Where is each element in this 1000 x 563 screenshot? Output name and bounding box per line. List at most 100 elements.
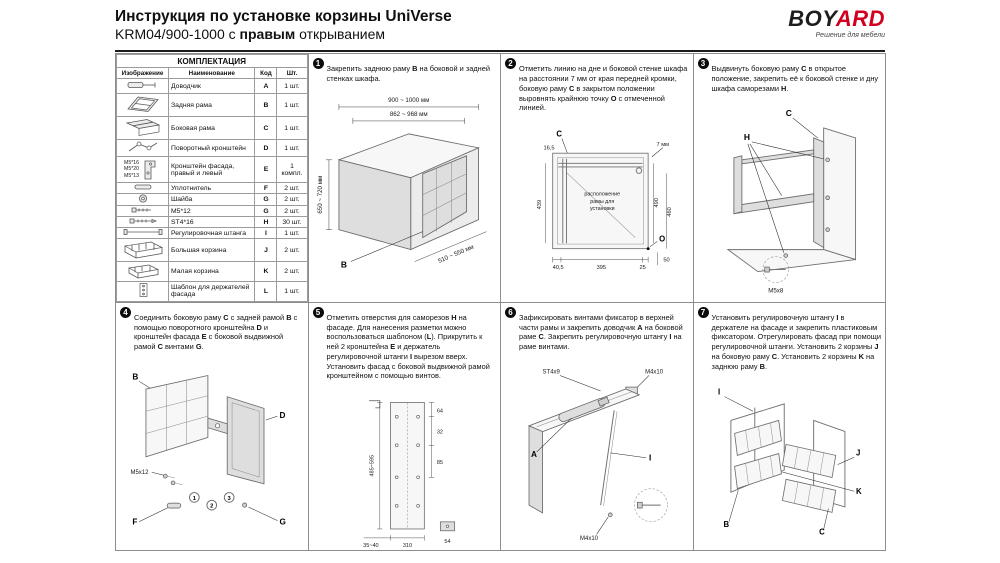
kit-row-big-basket: Большая корзина J 2 шт.	[116, 238, 308, 263]
step-5-head: 5 Отметить отверстия для саморезов H на …	[309, 303, 501, 390]
screw-size-m5x8: M5x8	[768, 288, 784, 295]
step-7-diagram-svg: I J K B	[718, 388, 862, 537]
part-label-a: A	[531, 450, 537, 459]
step-5-diagram-svg: 64 32 85 485~595 310 35~40 54	[363, 399, 455, 548]
step-panel-6: 6 Зафиксировать винтами фиксатор в верхн…	[501, 302, 694, 551]
dim-54: 54	[444, 539, 450, 545]
kit-item-code: F	[254, 182, 278, 195]
kit-item-name: Большая корзина	[167, 238, 256, 263]
step-3-text: Выдвинуть боковую раму C в открытое поло…	[711, 64, 879, 93]
dim-40-5: 40,5	[553, 264, 564, 270]
step-7-text: Установить регулировочную штангу I в дер…	[711, 312, 881, 371]
logo-red-part: ARD	[835, 6, 885, 31]
step-panel-1: 1 Закрепить заднюю раму B на боковой и з…	[308, 54, 501, 303]
frame-position-note-line2: рамы для	[590, 198, 614, 204]
point-label-o: O	[659, 234, 665, 243]
kit-panel: КОМПЛЕКТАЦИЯ Изображение Наименование Ко…	[116, 54, 309, 303]
seal-icon	[134, 184, 151, 190]
step-2-text: Отметить линию на дне и боковой стенке ш…	[519, 64, 688, 113]
kit-item-code: B	[254, 93, 278, 118]
dim-490: 490	[654, 198, 660, 208]
kit-item-qty: 2 шт.	[276, 238, 308, 263]
kit-item-name: Кронштейн фасада, правый и левый	[167, 156, 256, 184]
part-label-h: H	[743, 132, 749, 142]
side-frame-icon	[125, 119, 160, 137]
kit-item-code: D	[254, 139, 278, 158]
kit-item-qty: 2 шт.	[276, 205, 308, 218]
step-3-number: 3	[697, 58, 709, 69]
step-4-number: 4	[120, 306, 131, 318]
part-label-f: F	[132, 518, 137, 527]
header-titles: Инструкция по установке корзины UniVerse…	[115, 7, 452, 44]
part-label-i: I	[718, 388, 720, 397]
part-label-j: J	[855, 448, 859, 457]
dim-85: 85	[436, 460, 442, 466]
screw-size-label: М5*13	[124, 172, 139, 179]
kit-item-qty: 1 шт.	[276, 116, 308, 141]
template-icon	[139, 283, 147, 298]
step-6-number: 6	[505, 306, 516, 318]
callout-3: 3	[228, 496, 232, 502]
rod-icon	[123, 229, 162, 236]
page-title: Инструкция по установке корзины UniVerse	[115, 8, 452, 25]
step-1-text: Закрепить заднюю раму B на боковой и зад…	[326, 64, 491, 84]
screw-size-m4x10-top: M4x10	[645, 370, 664, 376]
back-frame-icon	[126, 96, 159, 112]
callout-1: 1	[193, 496, 197, 502]
step-4-head: 4 Соединить боковую раму C с задней рамо…	[116, 303, 308, 361]
dim-cabinet-depth: 510 ~ 550 мм	[437, 244, 475, 265]
washer-icon	[138, 194, 147, 203]
step-5-text: Отметить отверстия для саморезов H на фа…	[326, 312, 490, 381]
subtitle-bold: правым	[239, 26, 296, 43]
subtitle-suffix: открыванием	[295, 26, 386, 43]
kit-item-code: I	[254, 227, 278, 240]
frame-position-note-line1: расположение	[584, 191, 620, 197]
kit-item-qty: 1 шт.	[276, 93, 308, 118]
dim-310: 310	[402, 542, 411, 548]
kit-row-screw-st4: ST4*16 H 30 шт.	[116, 216, 308, 229]
kit-row-small-basket: Малая корзина K 2 шт.	[116, 261, 308, 283]
kit-col-name: Наименование	[167, 67, 256, 80]
kit-table: КОМПЛЕКТАЦИЯ Изображение Наименование Ко…	[116, 54, 308, 302]
kit-item-name: М5*12	[167, 205, 256, 218]
step-1-diagram: 900 ~ 1000 мм 862 ~ 968 мм 650 ~ 720 мм …	[309, 92, 501, 301]
callout-2: 2	[210, 504, 213, 510]
dim-cabinet-height: 650 ~ 720 мм	[316, 176, 323, 214]
dim-25: 25	[639, 264, 645, 270]
step-1-diagram-svg: 900 ~ 1000 мм 862 ~ 968 мм 650 ~ 720 мм …	[316, 97, 487, 270]
kit-row-side-frame: Боковая рама C 1 шт.	[116, 116, 308, 141]
dim-460: 460	[667, 207, 673, 217]
screw-icon	[131, 207, 151, 213]
screw-long-icon	[129, 218, 157, 224]
step-panel-2: 2 Отметить линию на дне и боковой стенке…	[501, 54, 694, 303]
dim-395: 395	[597, 264, 607, 270]
panel-grid: КОМПЛЕКТАЦИЯ Изображение Наименование Ко…	[115, 53, 886, 551]
dim-32: 32	[436, 429, 442, 435]
logo-wordmark: BOYARD	[788, 8, 885, 30]
dim-35-40: 35~40	[363, 542, 379, 548]
facade-bracket-cell: М5*16 М5*20 М5*13	[119, 159, 166, 181]
dim-facade-height: 485~595	[369, 455, 375, 477]
part-label-c: C	[785, 108, 791, 118]
kit-row-back-frame: Задняя рама B 1 шт.	[116, 93, 308, 118]
step-panel-4: 4 Соединить боковую раму C с задней рамо…	[116, 302, 309, 551]
kit-item-code: G	[254, 205, 278, 218]
step-2-head: 2 Отметить линию на дне и боковой стенке…	[501, 54, 693, 122]
step-2-diagram-svg: C расположение рамы для установки 7 мм 1…	[537, 129, 673, 270]
part-label-k: K	[855, 487, 861, 496]
kit-item-name: Шаблон для держателей фасада	[167, 281, 256, 302]
step-3-diagram-svg: C H M5x8	[726, 108, 856, 295]
kit-row-closer: Доводчик A 1 шт.	[116, 78, 308, 95]
kit-item-code: H	[254, 216, 278, 229]
kit-item-qty: 2 шт.	[276, 261, 308, 283]
step-panel-5: 5 Отметить отверстия для саморезов H на …	[308, 302, 501, 551]
kit-col-qty: Шт.	[276, 67, 308, 80]
part-label-i: I	[649, 454, 651, 463]
kit-row-pivot-bracket: Поворотный кронштейн D 1 шт.	[116, 139, 308, 158]
kit-title: КОМПЛЕКТАЦИЯ	[116, 54, 308, 69]
kit-row-template: Шаблон для держателей фасада L 1 шт.	[116, 281, 308, 302]
dim-7mm: 7 мм	[657, 141, 670, 147]
step-panel-3: 3 Выдвинуть боковую раму C в открытое по…	[693, 54, 886, 303]
big-basket-icon	[123, 241, 163, 259]
